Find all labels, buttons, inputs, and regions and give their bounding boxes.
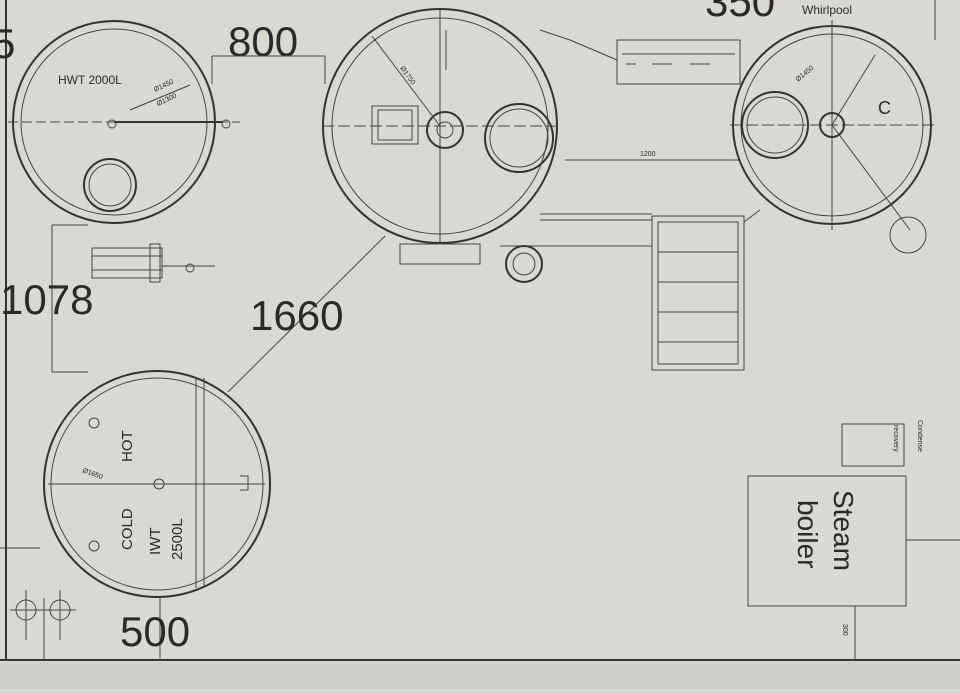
dim-left-vertical: 1078: [0, 276, 93, 323]
label-condense: Condense: [916, 420, 923, 452]
dim-top-left: 5: [0, 20, 15, 67]
iwt-volume: 2500L: [169, 518, 186, 560]
dim-line-1660: [227, 235, 386, 393]
whirlpool-mark: C: [878, 98, 891, 118]
valve-symbols: [10, 590, 76, 640]
steam-label-2: boiler: [792, 500, 823, 568]
page-bottom-strip: [0, 662, 960, 689]
control-panel: [539, 29, 741, 85]
condense-recovery: recovery Condense: [841, 420, 923, 467]
steam-boiler: Steam boiler 300: [747, 475, 960, 660]
dim-top-hwt: 800: [228, 18, 298, 65]
dim-bottom: 500: [120, 608, 190, 655]
iwt-name: IWT: [147, 528, 164, 556]
pump-assembly: [91, 243, 215, 283]
hwt-label: HWT 2000L: [58, 73, 122, 87]
dim-diagonal: 1660: [250, 292, 343, 339]
iwt-hot: HOT: [119, 430, 136, 462]
label-recovery: recovery: [892, 425, 899, 452]
steam-label-1: Steam: [828, 490, 859, 571]
dim-boiler-gap: 300: [841, 624, 848, 636]
label-whirlpool: Whirlpool: [802, 3, 852, 17]
dim-top-right: 350: [705, 0, 775, 25]
dim-mid-span: 1200: [640, 151, 656, 158]
mash-tun: Ø1750: [322, 8, 560, 265]
hwt-tank: HWT 2000L Ø1450 Ø1300: [8, 20, 240, 224]
stair-platform: [500, 209, 761, 371]
iwt-cold: COLD: [119, 508, 136, 550]
whirlpool-tank: Ø1450 C: [730, 20, 935, 254]
